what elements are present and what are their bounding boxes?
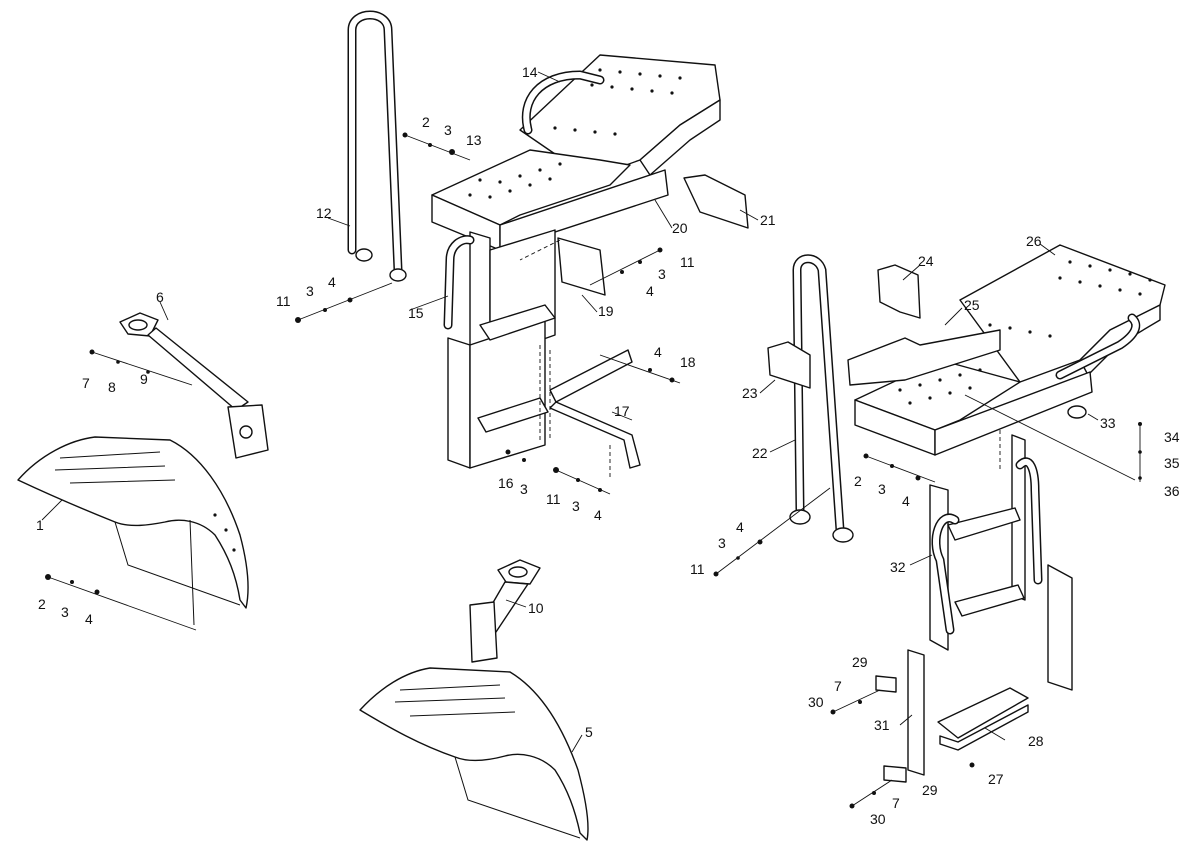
callout-35: 35 <box>1164 455 1180 471</box>
callout-10: 10 <box>528 600 544 616</box>
callout-23: 23 <box>742 385 758 401</box>
callout-33: 33 <box>1100 415 1116 431</box>
callout-4: 4 <box>646 283 654 299</box>
callout-7: 7 <box>892 795 900 811</box>
callout-12: 12 <box>316 205 332 221</box>
perforation-left <box>468 68 682 199</box>
callout-17: 17 <box>614 403 630 419</box>
callout-30: 30 <box>808 694 824 710</box>
callout-31: 31 <box>874 717 890 733</box>
perforation-right <box>898 260 1152 405</box>
callout-4: 4 <box>85 611 93 627</box>
handle-right-platform <box>1055 313 1141 380</box>
callout-9: 9 <box>140 371 148 387</box>
callout-labels: 1 2 3 4 5 6 7 8 9 10 11 3 4 12 2 3 13 14… <box>36 64 1180 827</box>
callout-25: 25 <box>964 297 980 313</box>
callout-11: 11 <box>546 491 561 507</box>
callout-14: 14 <box>522 64 538 80</box>
callout-34: 34 <box>1164 429 1180 445</box>
callout-3: 3 <box>306 283 314 299</box>
callout-15: 15 <box>408 305 424 321</box>
callout-26: 26 <box>1026 233 1042 249</box>
bracket-17 <box>549 349 641 469</box>
callout-30: 30 <box>870 811 886 827</box>
callout-2: 2 <box>422 114 430 130</box>
handrail-12 <box>347 10 407 282</box>
callout-16: 16 <box>498 475 514 491</box>
callout-29: 29 <box>852 654 868 670</box>
handrail-32 <box>931 457 1043 635</box>
cap-33 <box>1067 405 1087 419</box>
callout-1: 1 <box>36 517 44 533</box>
callout-4: 4 <box>328 274 336 290</box>
callout-19: 19 <box>598 303 614 319</box>
callout-4: 4 <box>902 493 910 509</box>
handle-15 <box>443 235 475 330</box>
fender-left <box>17 436 249 626</box>
callout-18: 18 <box>680 354 696 370</box>
callout-3: 3 <box>61 604 69 620</box>
callout-32: 32 <box>890 559 906 575</box>
callout-4: 4 <box>654 344 662 360</box>
bracket-24 <box>877 264 921 319</box>
callout-7: 7 <box>834 678 842 694</box>
callout-2: 2 <box>38 596 46 612</box>
callout-8: 8 <box>108 379 116 395</box>
plate-29-upper <box>875 675 897 693</box>
callout-3: 3 <box>878 481 886 497</box>
handrail-22 <box>789 254 854 543</box>
step-platform-right <box>847 244 1166 776</box>
callout-5: 5 <box>585 724 593 740</box>
callout-2: 2 <box>854 473 862 489</box>
callout-6: 6 <box>156 289 164 305</box>
callout-11: 11 <box>680 254 695 270</box>
callout-leaders <box>41 71 1099 753</box>
callout-7: 7 <box>82 375 90 391</box>
callout-20: 20 <box>672 220 688 236</box>
plate-19 <box>557 237 606 296</box>
callout-3: 3 <box>718 535 726 551</box>
callout-29: 29 <box>922 782 938 798</box>
callout-4: 4 <box>736 519 744 535</box>
callout-27: 27 <box>988 771 1004 787</box>
callout-4: 4 <box>594 507 602 523</box>
callout-22: 22 <box>752 445 768 461</box>
step-platform-left <box>431 54 721 469</box>
callout-21: 21 <box>760 212 776 228</box>
fender-right <box>359 667 589 841</box>
callout-11: 11 <box>276 293 291 309</box>
callout-3: 3 <box>572 498 580 514</box>
callout-24: 24 <box>918 253 934 269</box>
fender-bracket-right <box>469 559 541 663</box>
callout-28: 28 <box>1028 733 1044 749</box>
callout-3: 3 <box>444 122 452 138</box>
fender-bracket-left <box>119 312 269 459</box>
bracket-21 <box>683 174 749 229</box>
handle-14 <box>521 70 605 135</box>
callout-3: 3 <box>658 266 666 282</box>
callout-11: 11 <box>690 561 705 577</box>
callout-13: 13 <box>466 132 482 148</box>
callout-3: 3 <box>520 481 528 497</box>
hardware-and-leaders <box>45 132 1142 809</box>
plate-29-lower <box>883 765 907 783</box>
callout-36: 36 <box>1164 483 1180 499</box>
bracket-23 <box>767 341 811 389</box>
